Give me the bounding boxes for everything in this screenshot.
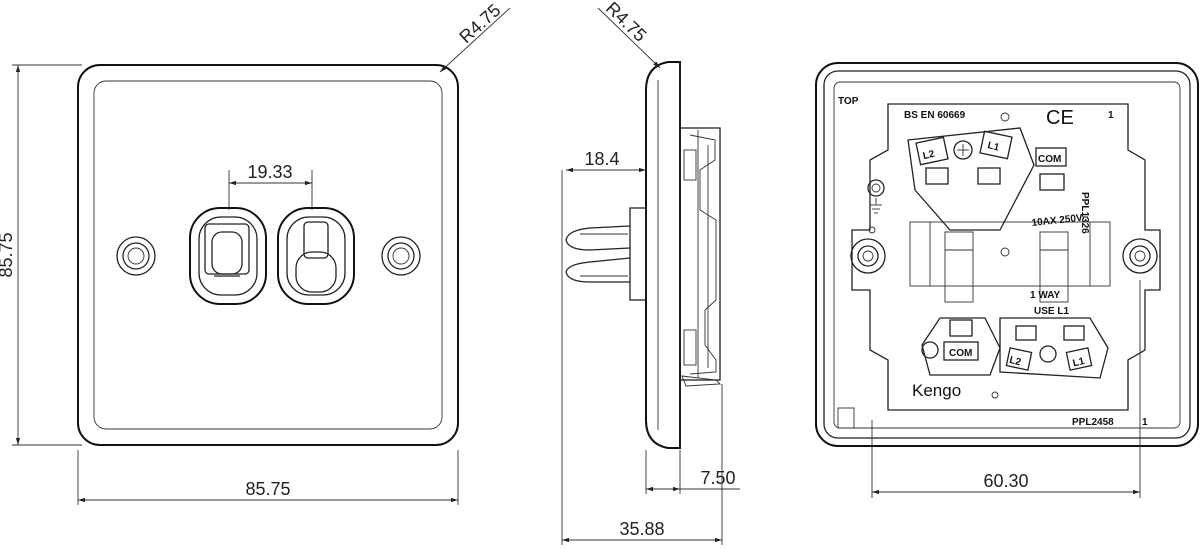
rear-plate-recess	[833, 81, 1181, 429]
upper-l1-label: L1	[986, 140, 1000, 154]
toggle-right	[277, 207, 355, 305]
side-depth-label: 18.4	[584, 149, 619, 169]
ce-mark: CE	[1046, 107, 1074, 129]
lower-terminal-block: COM L2 L1	[921, 317, 1109, 379]
upper-terminal-block: L2 L1 COM	[907, 127, 1067, 231]
side-plate-thickness-label: 7.50	[700, 468, 735, 488]
side-total-depth-label: 35.88	[619, 519, 664, 539]
lower-l2-label: L2	[1008, 355, 1022, 369]
use-l1-label: USE L1	[1034, 306, 1069, 317]
rear-view: TOP BS EN 60669 CE 1 L2 L1 COM 10AX 2	[815, 62, 1199, 498]
toggle-spacing-label: 19.33	[247, 162, 292, 182]
upper-com-label: COM	[1038, 154, 1061, 165]
mount-width-label: 60.30	[983, 471, 1028, 491]
mounting-frame	[851, 103, 1161, 411]
rear-plate-outer	[815, 62, 1199, 447]
marking-one: 1	[1108, 110, 1114, 121]
rear-plate-inner	[823, 70, 1191, 439]
side-view: 18.4 7.50 35.88 R4.75	[561, 0, 740, 545]
side-plate-profile	[645, 61, 681, 449]
standard-label: BS EN 60669	[904, 110, 966, 121]
screw-left	[116, 236, 156, 276]
lower-com-label: COM	[949, 348, 972, 359]
front-height-label: 85.75	[0, 232, 16, 277]
front-plate	[77, 64, 459, 446]
side-mechanism	[679, 127, 722, 387]
brand-logo: Kengo	[912, 381, 961, 400]
front-view: 19.33 85.75 85.75 R4.75	[0, 0, 511, 505]
toggle-left	[189, 207, 267, 305]
front-radius-label: R4.75	[455, 0, 504, 47]
screw-right	[381, 236, 421, 276]
part-code-label: PPL1326	[1079, 192, 1090, 234]
front-width-label: 85.75	[245, 479, 290, 499]
lower-l1-label: L1	[1072, 356, 1086, 370]
rear-top-label: TOP	[838, 96, 859, 107]
part-number-suffix: 1	[1142, 417, 1148, 428]
side-toggle	[565, 207, 647, 301]
one-way-label: 1 WAY	[1030, 290, 1061, 301]
middle-contacts	[944, 231, 1069, 303]
side-radius-label: R4.75	[602, 0, 650, 46]
front-plate-inner-edge	[93, 80, 443, 430]
upper-l2-label: L2	[922, 149, 936, 163]
part-number-label: PPL2458	[1072, 417, 1114, 428]
rear-screw-left	[850, 179, 886, 274]
rear-screw-right	[1122, 238, 1158, 274]
